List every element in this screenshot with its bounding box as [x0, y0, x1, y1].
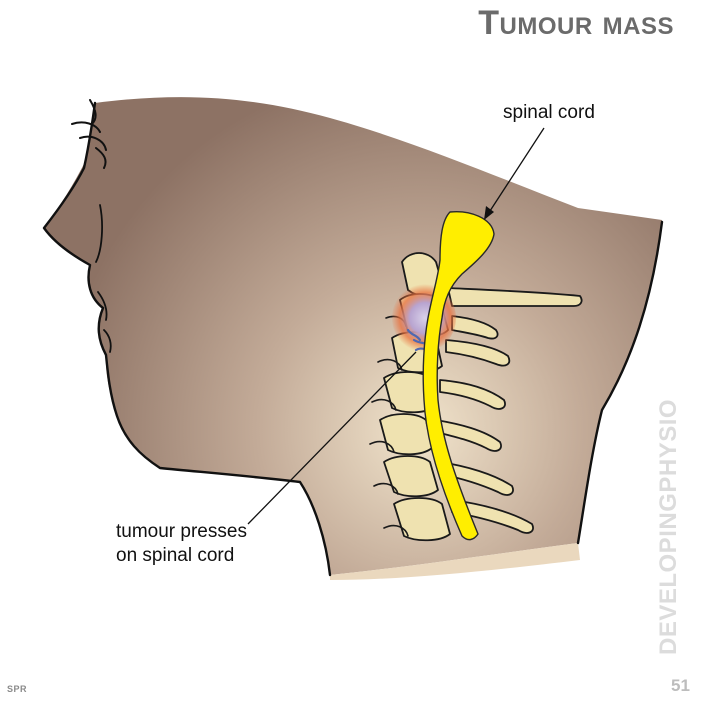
- brand-watermark: DEVELOPINGPHYSIO: [655, 398, 682, 655]
- tumour-label-line1: tumour presses: [116, 521, 247, 542]
- jaw-line: [95, 204, 112, 353]
- tumour-label: tumour presses on spinal cord: [116, 520, 247, 568]
- tumour-label-line2: on spinal cord: [116, 545, 235, 566]
- spinous-process-2: [451, 315, 499, 340]
- vertebra-c7: [393, 497, 451, 542]
- spinal-cord-pointer: [487, 127, 545, 215]
- page-title: Tumour mass: [478, 4, 674, 42]
- hair-strands: [71, 99, 107, 169]
- head-neck-shape: [44, 97, 662, 575]
- vertebra-c6: [383, 455, 439, 498]
- tumour-pointer: [247, 351, 417, 525]
- spinous-process-5: [435, 419, 502, 452]
- page-number: 51: [671, 676, 690, 695]
- face-outline: [42, 101, 332, 577]
- spinous-process-6: [439, 461, 514, 496]
- spinal-cord: [422, 211, 495, 541]
- spinous-process-7: [451, 499, 534, 534]
- back-of-neck-outline: [576, 220, 664, 545]
- artist-credit: SPR: [7, 684, 28, 694]
- spinous-process-3: [445, 339, 511, 367]
- spinous-process-4: [439, 379, 506, 410]
- spinal-cord-arrowhead: [484, 206, 494, 220]
- spinal-cord-label: spinal cord: [503, 102, 595, 123]
- neck-light-shade: [330, 543, 580, 580]
- vertebra-c5: [379, 413, 433, 456]
- spinous-process-1: [447, 287, 583, 307]
